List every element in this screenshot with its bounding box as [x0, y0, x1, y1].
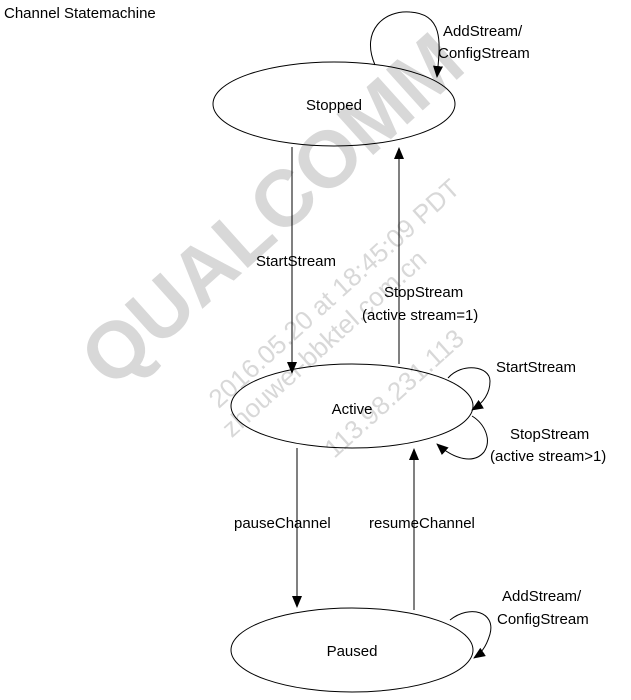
- transition-paused-self: [449, 611, 492, 659]
- state-stopped-label: Stopped: [306, 97, 362, 114]
- state-paused: [230, 607, 474, 693]
- state-paused-label: Paused: [327, 643, 378, 660]
- label-stop-stream-1: StopStream: [384, 284, 463, 301]
- transition-active-self-stop: [436, 415, 488, 460]
- transition-active-self-start: [447, 367, 491, 411]
- label-paused-self-2: ConfigStream: [497, 611, 589, 628]
- label-start-stream: StartStream: [256, 253, 336, 270]
- state-active-label: Active: [332, 401, 373, 418]
- label-stopped-self-1: AddStream/: [443, 23, 523, 40]
- label-active-self-stop-1: StopStream: [510, 426, 589, 443]
- label-stopped-self-2: ConfigStream: [438, 45, 530, 62]
- label-active-self-stop-2: (active stream>1): [490, 448, 606, 465]
- transition-stopped-self: [369, 11, 444, 78]
- label-pause-channel: pauseChannel: [234, 515, 331, 532]
- diagram-title: Channel Statemachine: [4, 5, 156, 22]
- watermark: QUALCOMM 2016.05.20 at 18:45:09 PDT zhou…: [63, 16, 479, 464]
- label-paused-self-1: AddStream/: [502, 588, 582, 605]
- label-resume-channel: resumeChannel: [369, 515, 475, 532]
- label-stop-stream-2: (active stream=1): [362, 307, 478, 324]
- label-active-self-start: StartStream: [496, 359, 576, 376]
- state-stopped: [212, 61, 456, 147]
